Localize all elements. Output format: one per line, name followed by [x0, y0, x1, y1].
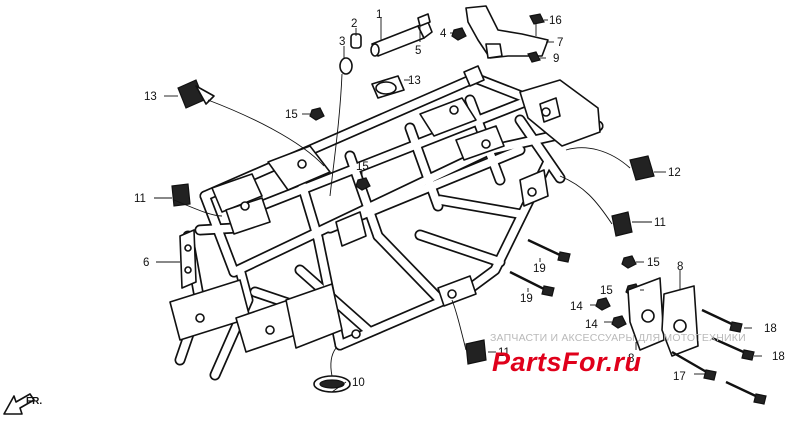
callout-12: 12 — [668, 167, 681, 179]
callout-17: 17 — [673, 371, 686, 383]
frame-bolts — [195, 105, 551, 339]
part-8-plates — [627, 277, 699, 357]
part-3-snap-ring — [339, 57, 353, 75]
callout-19-upper: 19 — [533, 263, 546, 275]
callout-8-left: 8 — [628, 353, 634, 365]
frame — [169, 65, 604, 381]
front-direction: FR. — [3, 393, 42, 415]
part-13b-clamp — [371, 75, 405, 99]
part-18-bolts — [701, 308, 767, 405]
callout-11-right: 11 — [654, 217, 666, 229]
part-2-collar — [350, 33, 362, 49]
callout-5: 5 — [415, 45, 421, 57]
callout-13-right: 13 — [408, 75, 421, 87]
part-17-bolt — [671, 350, 717, 381]
part-16-bolt — [529, 13, 545, 36]
callout-2: 2 — [351, 18, 357, 30]
callout-18-upper: 18 — [764, 323, 777, 335]
callout-10: 10 — [352, 377, 365, 389]
part-6-bracket — [179, 229, 197, 289]
part-5-clip — [417, 13, 431, 27]
callout-8-right: 8 — [677, 261, 683, 273]
callout-9: 9 — [553, 53, 559, 65]
front-arrow-icon — [3, 393, 35, 415]
callout-15-center: 15 — [356, 161, 369, 173]
callout-14-upper: 14 — [570, 301, 583, 313]
front-label: FR. — [26, 396, 42, 407]
callout-15-plate: 15 — [600, 285, 613, 297]
leader-lines — [154, 18, 762, 393]
callout-1: 1 — [376, 9, 382, 21]
part-11-mounts — [171, 183, 633, 365]
callout-3: 3 — [339, 36, 345, 48]
part-7-bracket — [465, 5, 549, 59]
part-1-pivot-pipe — [370, 21, 433, 57]
callout-18-lower: 18 — [772, 351, 785, 363]
callout-13-left: 13 — [144, 91, 157, 103]
callout-11-bottom: 11 — [498, 347, 510, 359]
part-14-nuts — [595, 297, 627, 329]
callout-15-right: 15 — [647, 257, 660, 269]
callout-11-left: 11 — [134, 193, 146, 205]
callout-19-lower: 19 — [520, 293, 533, 305]
part-12-clamp — [629, 155, 655, 181]
watermark: ЗАПЧАСТИ И АКСЕССУАРЫ ДЛЯ МОТОТЕХНИКИ — [490, 332, 746, 344]
part-9-nut — [527, 51, 541, 63]
callout-4: 4 — [440, 28, 447, 40]
part-19-bolts — [509, 238, 571, 297]
part-4-nut — [451, 27, 467, 41]
loose-parts — [171, 5, 767, 405]
callout-16: 16 — [549, 15, 562, 27]
part-10-band — [313, 375, 351, 393]
callout-14-lower: 14 — [585, 319, 598, 331]
callout-15-top: 15 — [285, 109, 298, 121]
callout-7: 7 — [557, 37, 563, 49]
part-13a-clamp — [177, 79, 215, 109]
watermark-caption: ЗАПЧАСТИ И АКСЕССУАРЫ ДЛЯ МОТОТЕХНИКИ — [490, 332, 746, 344]
callout-6: 6 — [143, 257, 149, 269]
callout-labels: 1 2 3 4 5 6 7 8 8 9 10 11 11 11 12 13 13… — [134, 9, 785, 389]
